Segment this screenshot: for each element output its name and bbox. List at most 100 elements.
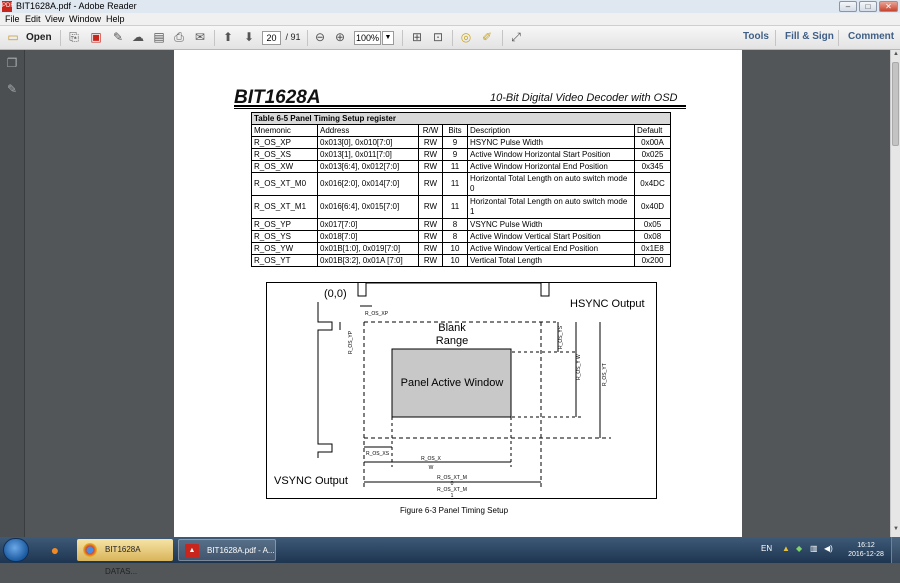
cell-rw: RW xyxy=(418,148,443,161)
toolbar-separator xyxy=(214,30,215,46)
cell-address: 0x017[7:0] xyxy=(317,218,419,231)
toolbar-separator xyxy=(502,30,503,46)
pdf-app-icon: PDF xyxy=(2,1,14,12)
cell-address: 0x018[7:0] xyxy=(317,230,419,243)
email-icon[interactable]: ✉ xyxy=(194,30,206,44)
xt-label-line3: R_OS_XT_M xyxy=(437,487,467,493)
create-pdf-icon[interactable]: ⎘ xyxy=(69,30,79,44)
column-header: Address xyxy=(317,124,419,137)
maximize-button[interactable]: □ xyxy=(859,1,877,12)
show-desktop-button[interactable] xyxy=(891,537,900,563)
taskbar-chrome-window[interactable]: BIT1628A DATAS... xyxy=(77,539,173,576)
zoom-out-icon[interactable]: ⊖ xyxy=(314,30,326,44)
toolbar-separator xyxy=(452,30,453,46)
menu-window[interactable]: Window xyxy=(69,14,102,24)
column-header: Bits xyxy=(442,124,468,137)
adobe-reader-icon: ▲ xyxy=(185,544,199,558)
system-clock[interactable]: 16:12 2016-12-28 xyxy=(846,541,886,559)
vsync-waveform xyxy=(317,302,333,458)
security-icon[interactable]: ◆ xyxy=(796,544,803,553)
open-button[interactable]: Open xyxy=(26,32,52,43)
language-indicator[interactable]: EN xyxy=(761,544,773,553)
panel-active-window xyxy=(391,348,512,418)
cell-rw: RW xyxy=(418,136,443,149)
vsync-label: VSYNC Output xyxy=(274,475,348,487)
cell-address: 0x01B[1:0], 0x019[7:0] xyxy=(317,242,419,255)
cell-bits: 8 xyxy=(442,218,468,231)
page-number-input[interactable]: 20 xyxy=(262,31,281,45)
zoom-in-icon[interactable]: ⊕ xyxy=(334,30,346,44)
cell-description: Active Window Vertical End Position xyxy=(467,242,635,255)
cell-default: 0x00A xyxy=(634,136,671,149)
previous-page-icon[interactable]: ⬆ xyxy=(222,30,234,44)
cloud-upload-icon[interactable]: ☁ xyxy=(132,30,144,44)
ys-label: R_OS_YS xyxy=(558,325,564,349)
clock-date: 2016-12-28 xyxy=(848,551,884,558)
vertical-scrollbar[interactable]: ▲ ▼ xyxy=(890,50,900,537)
taskbar: ● BIT1628A DATAS... ▲ BIT1628A.pdf - A..… xyxy=(0,537,900,576)
cell-address: 0x016[6:4], 0x015[7:0] xyxy=(317,195,419,219)
highlight-icon[interactable]: ✐ xyxy=(481,30,493,44)
scrollbar-thumb[interactable] xyxy=(892,62,899,146)
scroll-down-arrow-icon[interactable]: ▼ xyxy=(893,526,899,532)
expand-icon[interactable]: ⤢ xyxy=(511,30,521,44)
cell-rw: RW xyxy=(418,230,443,243)
cell-rw: RW xyxy=(418,218,443,231)
pdf-tools-icon[interactable]: ▣ xyxy=(90,30,102,44)
window-title: BIT1628A.pdf - Adobe Reader xyxy=(16,1,137,11)
menu-view[interactable]: View xyxy=(45,14,65,24)
tools-link[interactable]: Tools xyxy=(743,31,769,42)
start-button[interactable] xyxy=(3,538,29,562)
zoom-level-input[interactable]: 100% xyxy=(354,31,381,45)
volume-icon[interactable]: ◀) xyxy=(824,544,833,553)
page-thumbnails-icon[interactable]: ❐ xyxy=(6,56,18,70)
column-header: Description xyxy=(467,124,635,137)
table-row: R_OS_YW 0x01B[1:0], 0x019[7:0] RW 10 Act… xyxy=(251,242,671,255)
taskbar-reader-window[interactable]: ▲ BIT1628A.pdf - A... xyxy=(178,539,276,561)
fit-page-icon[interactable]: ⊞ xyxy=(411,30,423,44)
cell-description: HSYNC Pulse Width xyxy=(467,136,635,149)
minimize-button[interactable]: – xyxy=(839,1,857,12)
cell-description: VSYNC Pulse Width xyxy=(467,218,635,231)
header-rule xyxy=(234,108,686,109)
comment-link[interactable]: Comment xyxy=(848,31,895,42)
cell-bits: 11 xyxy=(442,172,468,196)
network-icon[interactable]: ▥ xyxy=(810,544,818,553)
cell-mnemonic: R_OS_YS xyxy=(251,230,318,243)
save-icon[interactable]: ▤ xyxy=(153,30,165,44)
cell-bits: 8 xyxy=(442,230,468,243)
fill-sign-link[interactable]: Fill & Sign xyxy=(785,31,834,42)
cell-bits: 9 xyxy=(442,148,468,161)
yt-label: R_OS_YT xyxy=(602,363,608,386)
fit-width-icon[interactable]: ⊡ xyxy=(432,30,444,44)
yw-label: R_OS_Y W xyxy=(576,354,582,380)
toolbar-separator xyxy=(60,30,61,46)
warning-flag-icon[interactable]: ▲ xyxy=(782,544,790,553)
next-page-icon[interactable]: ⬇ xyxy=(243,30,255,44)
panel-timing-figure: Panel Active Window (0,0) HSYNC Output V… xyxy=(266,282,657,499)
cell-rw: RW xyxy=(418,195,443,219)
close-button[interactable]: ✕ xyxy=(879,1,898,12)
toolbar-separator xyxy=(402,30,403,46)
print-icon[interactable]: ⎙ xyxy=(174,30,184,44)
xw-label: R_OS_X xyxy=(421,456,441,462)
comment-bubble-icon[interactable]: ◎ xyxy=(460,30,472,44)
edit-icon[interactable]: ✎ xyxy=(112,30,124,44)
zoom-dropdown-chevron-down-icon[interactable]: ▼ xyxy=(382,31,394,45)
cell-rw: RW xyxy=(418,172,443,196)
cell-rw: RW xyxy=(418,254,443,267)
menu-file[interactable]: File xyxy=(5,14,20,24)
scroll-up-arrow-icon[interactable]: ▲ xyxy=(893,51,899,57)
menu-edit[interactable]: Edit xyxy=(25,14,41,24)
xt-label: R_OS_XT_M xyxy=(437,475,467,481)
xt-label-line2: 0 xyxy=(451,481,454,487)
blank-label: Blank xyxy=(438,322,466,334)
menu-help[interactable]: Help xyxy=(106,14,125,24)
open-folder-icon[interactable]: ▭ xyxy=(7,30,19,44)
table-row: R_OS_XT_M0 0x016[2:0], 0x014[7:0] RW 11 … xyxy=(251,172,671,196)
cell-default: 0x08 xyxy=(634,230,671,243)
attachments-icon[interactable]: ✎ xyxy=(6,82,18,96)
taskbar-item-label: BIT1628A DATAS... xyxy=(105,545,141,576)
firefox-icon[interactable]: ● xyxy=(50,542,60,558)
cell-mnemonic: R_OS_YW xyxy=(251,242,318,255)
